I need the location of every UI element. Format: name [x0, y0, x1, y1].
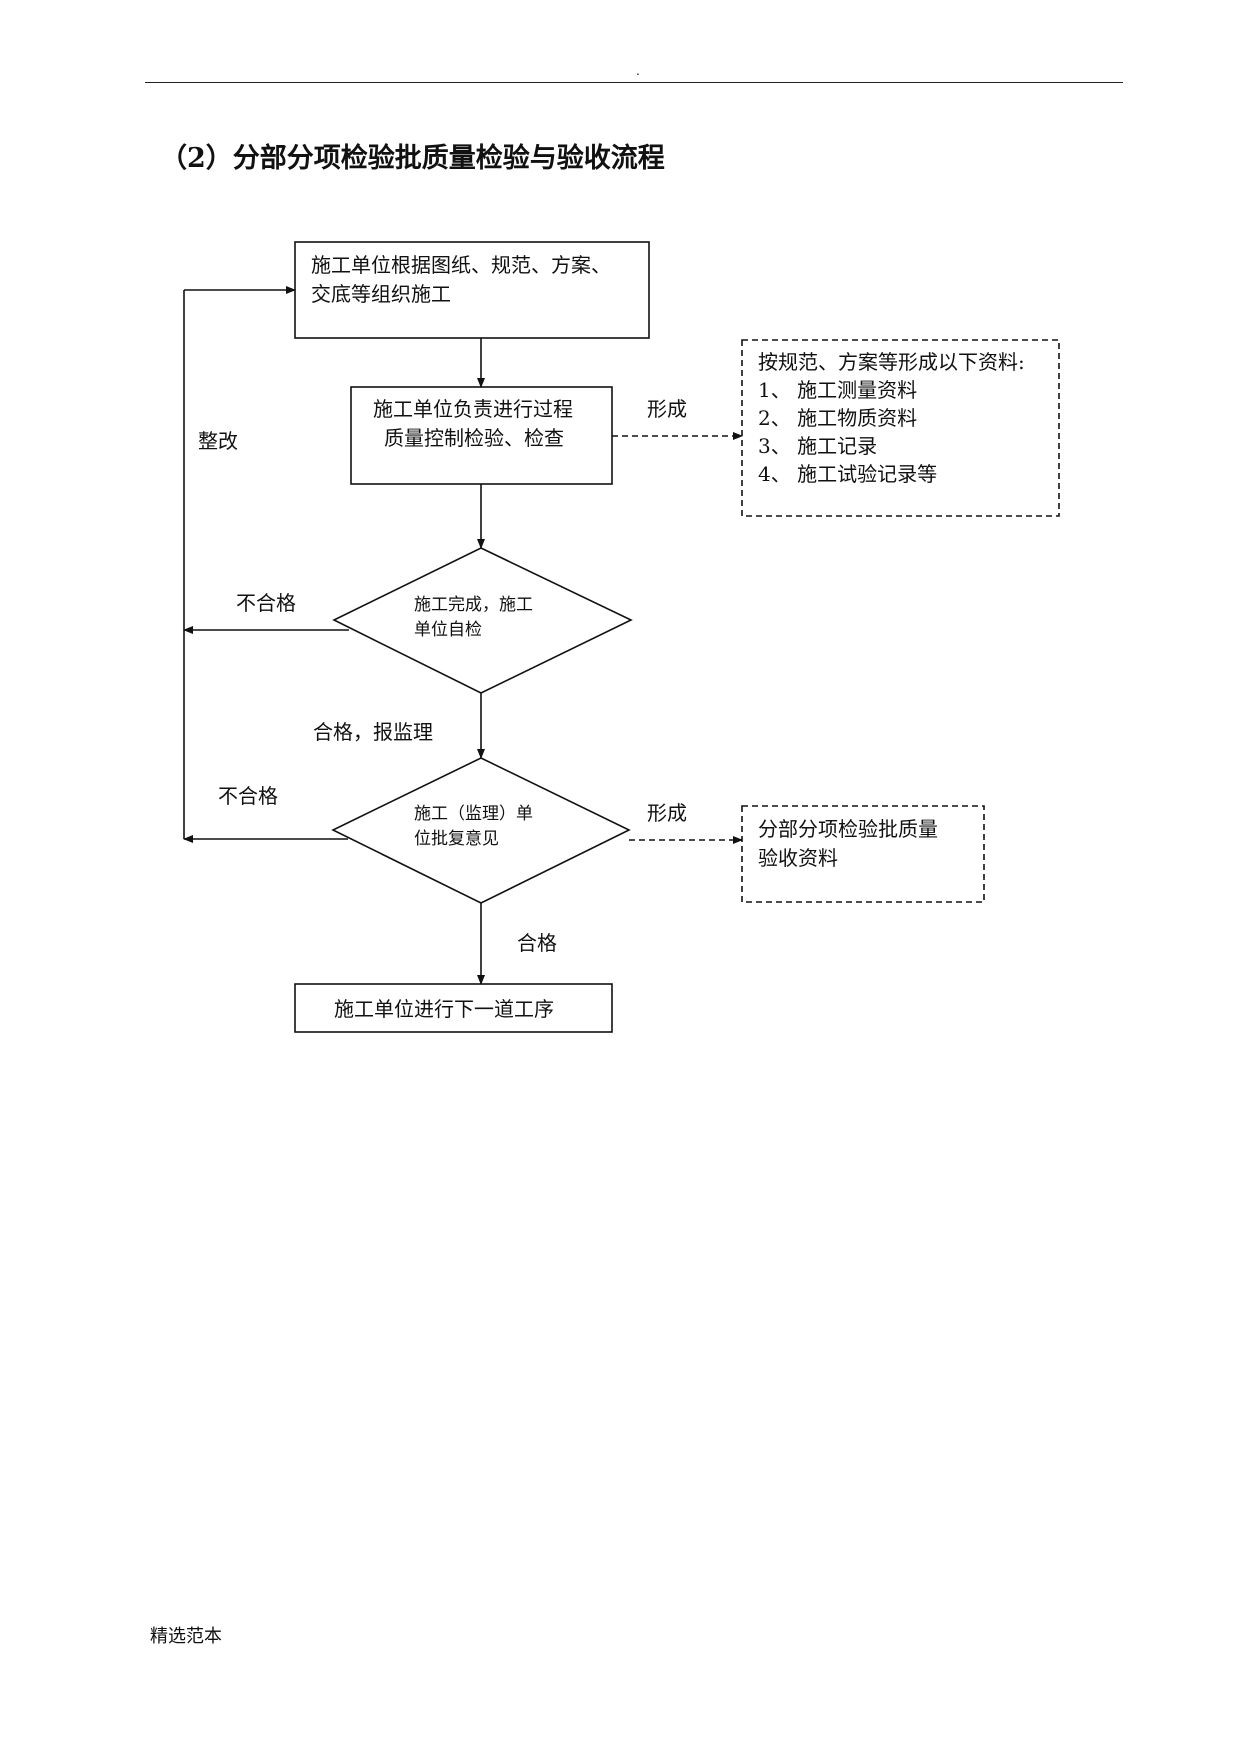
pass-label: 合格	[517, 931, 557, 955]
footer-text: 精选范本	[150, 1626, 222, 1647]
start-box-line2: 交底等组织施工	[311, 282, 451, 306]
pass-report-label: 合格，报监理	[313, 720, 433, 744]
process-box-line1: 施工单位负责进行过程	[373, 397, 573, 421]
process-box-line2: 质量控制检验、检查	[384, 426, 564, 450]
supervisor-line1: 施工（监理）单	[414, 804, 533, 824]
self-check-decision	[332, 547, 633, 694]
documents-item: 1、 施工测量资料	[758, 378, 917, 402]
acceptance-docs-line1: 分部分项检验批质量	[758, 817, 938, 841]
supervisor-line2: 位批复意见	[414, 829, 499, 849]
form-label: 形成	[647, 397, 687, 421]
rectify-label: 整改	[198, 429, 238, 453]
documents-heading: 按规范、方案等形成以下资料:	[758, 350, 1025, 374]
fail-label: 不合格	[218, 784, 278, 808]
end-box-label: 施工单位进行下一道工序	[334, 997, 554, 1021]
header-rule	[145, 82, 1123, 83]
fail-label: 不合格	[236, 591, 296, 615]
self-check-line1: 施工完成，施工	[414, 595, 533, 615]
form-label: 形成	[647, 801, 687, 825]
documents-box	[741, 339, 1060, 517]
page-title: （2）分部分项检验批质量检验与验收流程	[160, 143, 665, 174]
documents-item: 2、 施工物质资料	[758, 406, 917, 430]
end-box	[294, 983, 613, 1033]
start-box-line1: 施工单位根据图纸、规范、方案、	[311, 253, 611, 277]
self-check-line2: 单位自检	[414, 620, 482, 640]
documents-item: 3、 施工记录	[758, 434, 877, 458]
acceptance-docs-box	[741, 805, 985, 903]
documents-item: 4、 施工试验记录等	[758, 462, 937, 486]
header-mark: .	[636, 64, 640, 78]
acceptance-docs-line2: 验收资料	[758, 846, 838, 870]
